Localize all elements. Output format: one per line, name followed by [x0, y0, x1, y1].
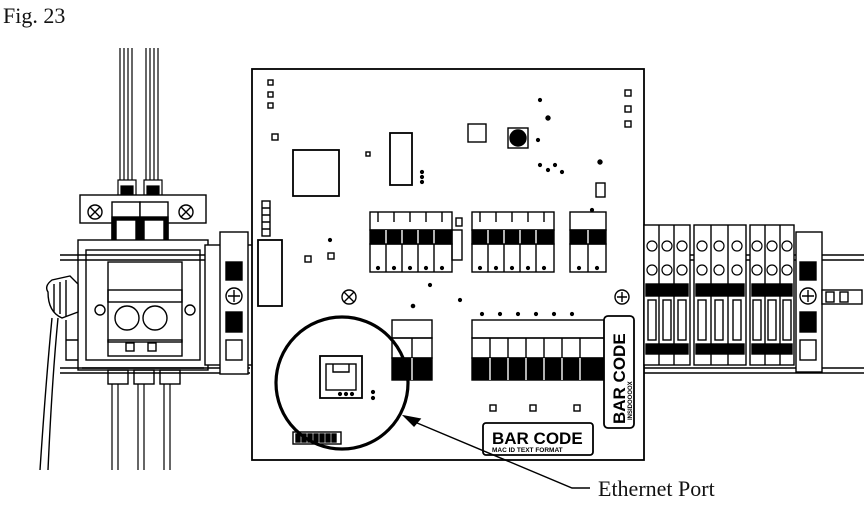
- terminal-block-top-3: [569, 211, 607, 273]
- figure-caption: Fig. 23: [3, 3, 66, 28]
- top-cables: [117, 48, 163, 203]
- vertical-barcode-text: BAR CODE: [610, 333, 629, 424]
- vertical-barcode-subtext: INSIDOOOOX: [628, 381, 634, 420]
- ethernet-port: [319, 355, 376, 401]
- horizontal-barcode-subtext: MAC ID TEXT FORMAT: [492, 447, 563, 454]
- horizontal-barcode-label: BAR CODE MAC ID TEXT FORMAT: [482, 422, 594, 456]
- valve-block: [77, 194, 209, 385]
- bottom-hoses: [111, 384, 171, 470]
- side-fitting: [39, 275, 79, 471]
- horizontal-barcode-text: BAR CODE: [492, 429, 583, 448]
- din-rail-left: [60, 231, 254, 375]
- ethernet-highlight-circle: [274, 315, 410, 451]
- terminal-block-top-1: [369, 211, 453, 273]
- terminal-block-top-2: [471, 211, 555, 273]
- vertical-barcode-label: BAR CODE INSIDOOOOX: [603, 315, 635, 429]
- ethernet-port-label: Ethernet Port: [598, 476, 715, 501]
- terminal-block-lower-2: [471, 311, 607, 381]
- terminal-strip-right: [643, 224, 795, 366]
- terminal-block-lower-1: [391, 303, 433, 381]
- din-end-clamp-right: [795, 231, 863, 373]
- ethernet-callout-arrow: [401, 414, 590, 489]
- controller-board: [251, 68, 645, 461]
